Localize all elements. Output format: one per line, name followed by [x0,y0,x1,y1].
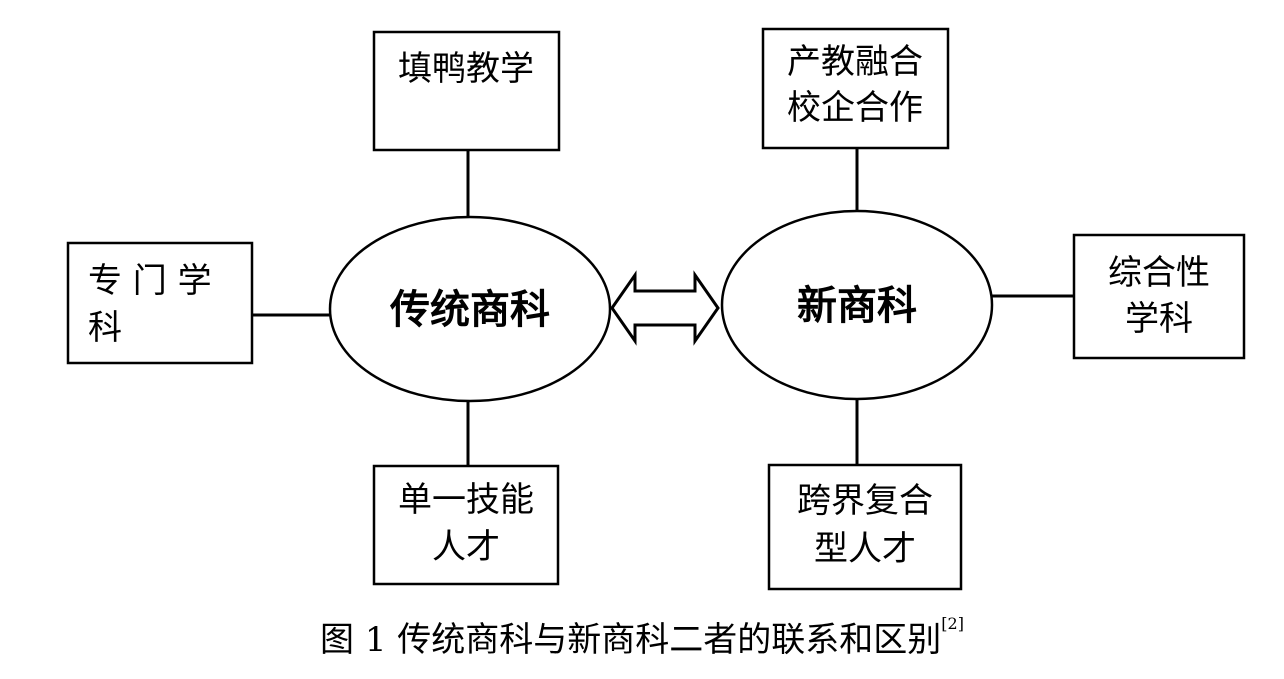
ellipse-new-business [720,209,994,401]
right-top-line-1: 产教融合 [787,42,923,82]
right-side-line-1: 综合性 [1108,253,1210,293]
left-bottom-line-2: 人才 [432,527,500,567]
box-left-top [372,30,561,152]
right-bottom-line-2: 型人才 [814,529,916,569]
left-side-line-2: 科 [88,308,122,348]
box-right-bottom [767,463,963,591]
double-arrow-icon [610,270,720,346]
box-right-side [1072,233,1246,360]
new-business-label: 新商科 [797,283,917,329]
left-bottom-line-1: 单一技能 [398,480,534,520]
caption-text: 图 1 传统商科与新商科二者的联系和区别 [320,620,942,660]
traditional-business-label: 传统商科 [389,287,550,333]
ellipse-traditional-business [328,215,612,403]
connector-lines [252,148,1074,466]
box-right-top [761,27,950,150]
right-top-line-2: 校企合作 [787,88,923,128]
left-top-line-1: 填鸭教学 [398,49,534,89]
box-left-bottom [372,464,560,586]
right-bottom-line-1: 跨界复合 [797,481,933,521]
figure-caption: 图 1 传统商科与新商科二者的联系和区别[2] [0,612,1284,661]
box-left-side [66,241,254,365]
caption-reference: [2] [941,614,964,633]
left-side-line-1: 专 门 学 [88,261,212,301]
right-side-line-2: 学科 [1125,299,1193,339]
diagram-canvas: 传统商科 新商科 填鸭教学 专 门 学 科 单一技能 人才 产教融合 校企合作 … [66,27,1246,591]
